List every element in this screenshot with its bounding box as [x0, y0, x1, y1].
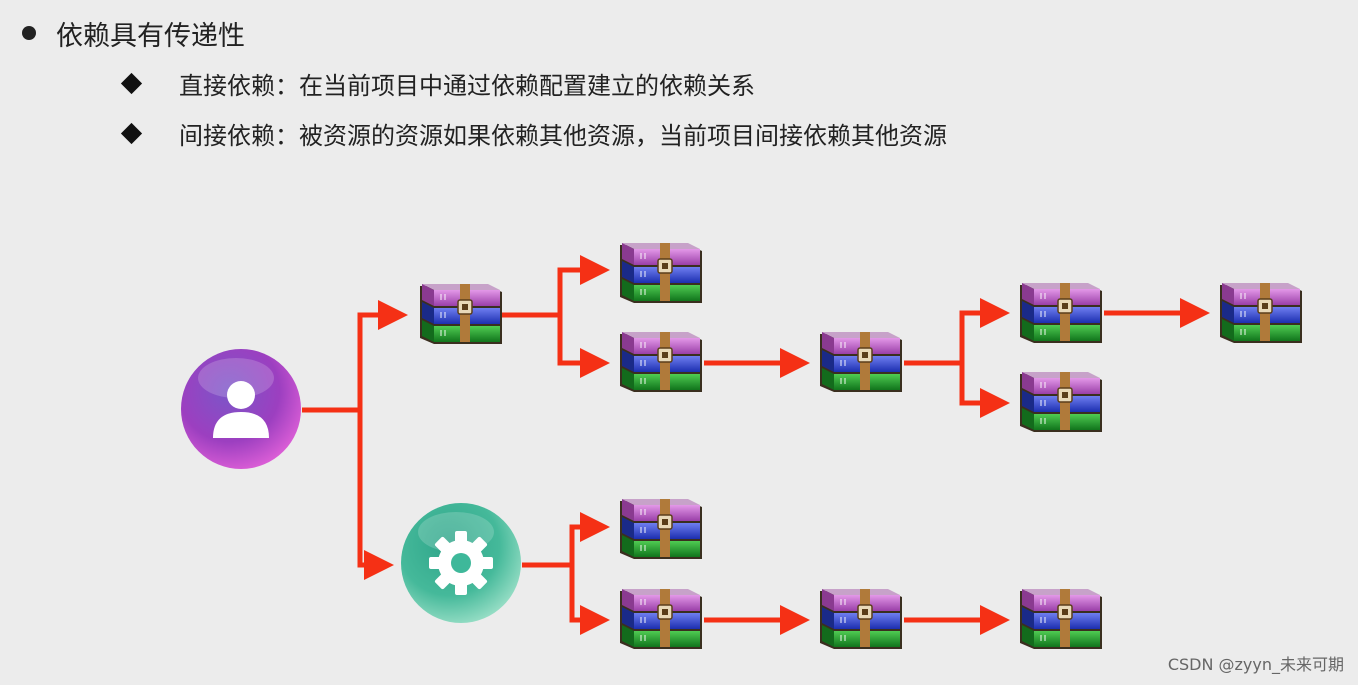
heading-text: 依赖具有传递性 — [56, 20, 245, 52]
indirect-dependency-text: 间接依赖：被资源的资源如果依赖其他资源，当前项目间接依赖其他资源 — [179, 121, 947, 150]
bullet-dot-icon — [22, 26, 36, 40]
arrow-project-to-plugin — [357, 410, 394, 580]
archive-icon — [819, 588, 903, 650]
archive-icon — [419, 283, 503, 345]
archive-icon — [619, 498, 703, 560]
arrow-lib-d-to-lib-f — [959, 363, 1010, 418]
project-node — [181, 349, 301, 469]
arrow-project-to-lib-a — [302, 300, 408, 413]
plugin-node — [401, 503, 521, 623]
watermark: CSDN @zyyn_未来可期 — [1167, 655, 1344, 674]
gear-icon — [429, 531, 493, 595]
arrow-lib-a-to-lib-b — [502, 255, 610, 318]
arrow-plugin-to-lib-i — [569, 565, 610, 635]
indirect-dependency-item: 间接依赖：被资源的资源如果依赖其他资源，当前项目间接依赖其他资源 — [120, 116, 947, 150]
direct-dependency-item: 直接依赖：在当前项目中通过依赖配置建立的依赖关系 — [120, 66, 755, 100]
archive-icon — [619, 588, 703, 650]
main-bullet: 依赖具有传递性 — [22, 14, 245, 52]
direct-dependency-text: 直接依赖：在当前项目中通过依赖配置建立的依赖关系 — [179, 71, 755, 100]
archive-icon — [619, 242, 703, 304]
arrow-plugin-to-lib-h — [522, 512, 610, 568]
user-icon — [213, 381, 269, 438]
archive-icon — [819, 331, 903, 393]
dependency-arrows — [302, 255, 1210, 635]
arrow-lib-d-to-lib-e — [904, 298, 1010, 366]
arrow-lib-a-to-lib-c — [557, 315, 610, 378]
archive-icon — [1019, 282, 1103, 344]
archive-icon — [1019, 371, 1103, 433]
archive-icon — [1019, 588, 1103, 650]
archive-icon — [619, 331, 703, 393]
archive-icon — [1219, 282, 1303, 344]
